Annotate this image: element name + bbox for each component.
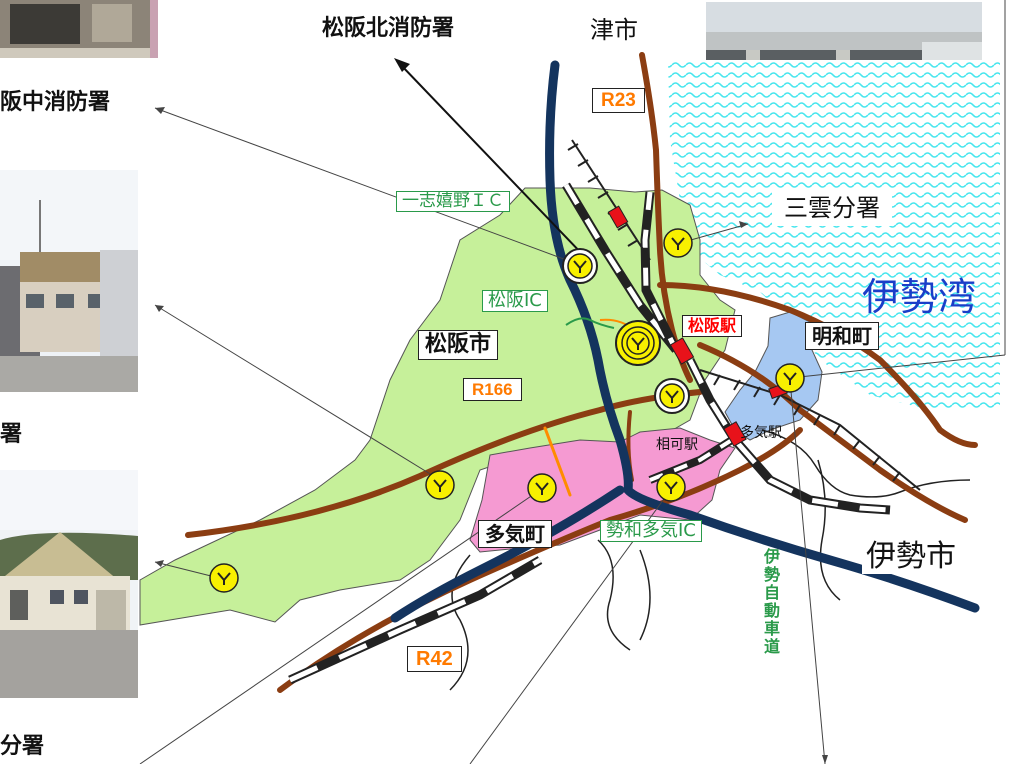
label-route23: R23	[592, 88, 645, 113]
fire-station-taki	[527, 473, 557, 503]
leader-lines	[139, 107, 1006, 764]
label-ichishi-ic: 一志嬉野ＩＣ	[396, 191, 510, 212]
taki-boundary-lower	[597, 539, 651, 651]
rail-kintetsu-north-inner	[563, 183, 678, 352]
arrow-north-station-head	[394, 58, 410, 72]
rail-oka-inner	[649, 436, 737, 482]
fire-station-central	[615, 320, 661, 366]
label-ise-city: 伊勢市	[862, 540, 960, 574]
boundary-lines-south	[449, 554, 471, 691]
rail-main-south-inner	[687, 358, 891, 513]
label-ise-bay: 伊勢湾	[862, 275, 977, 319]
label-tsu-city: 津市	[590, 16, 638, 44]
ise-city-boundary	[761, 429, 971, 498]
fire-station-ichishi	[562, 248, 598, 284]
river-kushida	[545, 60, 980, 613]
label-route42: R42	[407, 646, 462, 672]
label-matsusaka-ic: 松阪IC	[482, 290, 548, 312]
photo-central-station-top	[0, 0, 158, 58]
railway-lines	[288, 139, 921, 685]
label-taki-town: 多気町	[478, 520, 552, 548]
road-east-1	[657, 282, 978, 448]
fire-station-meiwa	[775, 363, 805, 393]
label-taki-station: 多気駅	[740, 425, 782, 441]
label-meiwa-town: 明和町	[805, 322, 879, 350]
road-r166	[185, 389, 703, 538]
label-central-station: 阪中消防署	[0, 90, 111, 115]
ic-symbol-matsusaka	[565, 317, 615, 329]
station-marker-matsusaka	[669, 337, 695, 365]
fire-station-oka	[656, 472, 686, 502]
road-r42	[277, 427, 803, 693]
ise-bay-water	[668, 60, 1000, 410]
label-north-station: 松阪北消防署	[322, 16, 455, 41]
arrowheads	[155, 107, 828, 764]
station-marker-taki	[723, 421, 747, 447]
river-lower-branch	[390, 485, 625, 623]
fire-station-markers	[209, 228, 805, 593]
rail-sangu-inner	[288, 557, 542, 683]
ise-city-boundary-2	[817, 459, 841, 601]
arrow-north-station	[399, 63, 586, 258]
fire-station-mikumo	[663, 228, 693, 258]
label-mikumo-branch: 三雲分署	[772, 190, 892, 226]
label-route166: R166	[463, 378, 522, 401]
fire-station-far-west	[209, 563, 239, 593]
label-bottom-branch-cut: 分署	[0, 734, 45, 759]
rail-meiwa-ticks	[713, 374, 901, 482]
photo-bottom-branch	[0, 470, 138, 698]
roads	[185, 52, 978, 693]
fire-station-west	[425, 470, 455, 500]
fire-station-south	[654, 378, 690, 414]
label-left-station-cut: 署	[0, 422, 23, 447]
photo-left-station	[0, 170, 138, 392]
road-east-2	[697, 342, 968, 523]
label-matsusaka-station: 松阪駅	[682, 315, 743, 337]
station-marker-north	[607, 205, 629, 229]
label-ise-expressway: 伊勢自動車道	[761, 548, 780, 656]
rail-jr-north-inner	[642, 191, 679, 352]
label-oka-station: 相可駅	[656, 437, 698, 453]
label-seiwa-taki-ic: 勢和多気IC	[600, 520, 702, 542]
label-matsusaka-city: 松阪市	[418, 330, 499, 360]
road-orange	[543, 426, 572, 497]
